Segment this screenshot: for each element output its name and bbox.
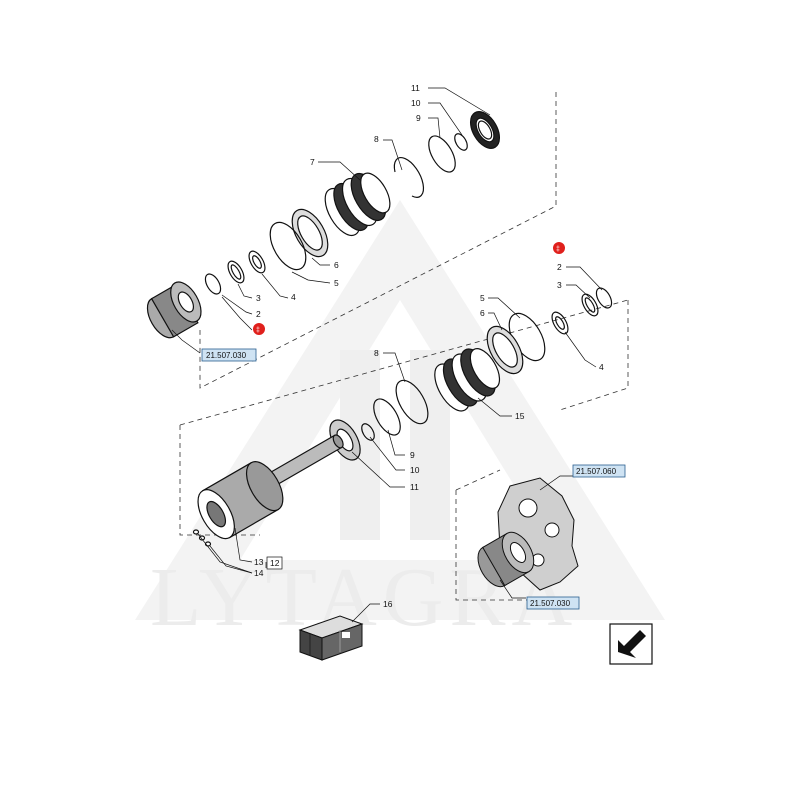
leader-lines-housing [499, 475, 575, 599]
callout-2-right: 2 [557, 262, 562, 272]
callout-13: 13 [254, 557, 264, 567]
part-7-clutch-pack [324, 172, 391, 237]
part-8-snap-ring-lower [395, 379, 429, 425]
callout-4-right: 4 [599, 362, 604, 372]
part-2-snap-ring-right [595, 287, 613, 309]
ref-link-left-gear[interactable]: 21.507.030 [201, 348, 257, 362]
leader-lines-top [171, 87, 491, 354]
callout-15: 15 [515, 411, 525, 421]
leader-line-16 [351, 603, 380, 623]
part-11-seal [469, 111, 501, 149]
part-15-clutch-pack [434, 348, 501, 412]
part-6-disc-right [486, 325, 524, 375]
part-9-ring [428, 135, 456, 173]
arrow-nav-icon[interactable] [609, 623, 653, 665]
part-2-snap-ring [204, 273, 222, 295]
callout-6: 6 [334, 260, 339, 270]
callout-10: 10 [411, 98, 421, 108]
part-3-washer [227, 260, 245, 284]
part-4-washer-right [551, 311, 569, 335]
callout-8-lower: 8 [374, 348, 379, 358]
callout-10-lower: 10 [410, 465, 420, 475]
part-13-shaft-carrier [197, 434, 344, 540]
callout-9: 9 [416, 113, 421, 123]
part-9-ring-lower [373, 398, 401, 436]
ref-link-housing[interactable]: 21.507.060 [572, 464, 626, 478]
part-3-washer-right [581, 293, 599, 317]
callout-11-lower: 11 [410, 482, 419, 492]
callout-7: 7 [310, 157, 315, 167]
callout-8: 8 [374, 134, 379, 144]
part-gear-left [146, 281, 202, 339]
part-5-ring [269, 221, 307, 271]
parts-kit-box [298, 615, 364, 661]
leader-lines-lower [197, 429, 405, 574]
callout-12-box: 12 [266, 556, 283, 570]
svg-text:21.507.060: 21.507.060 [576, 467, 617, 476]
kit-badge-left[interactable]: ‡ [253, 323, 265, 335]
callout-11: 11 [411, 83, 420, 93]
ref-link-housing-gear[interactable]: 21.507.030 [526, 596, 580, 610]
svg-text:21.507.030: 21.507.030 [206, 351, 247, 360]
callout-16: 16 [383, 599, 393, 609]
callout-9-lower: 9 [410, 450, 415, 460]
callout-2: 2 [256, 309, 261, 319]
callout-3-right: 3 [557, 280, 562, 290]
callout-6-right: 6 [480, 308, 485, 318]
part-4-washer [248, 250, 266, 274]
part-6-disc [291, 208, 329, 258]
part-housing-gear [477, 531, 535, 588]
kit-badge-right[interactable]: ‡ [553, 242, 565, 254]
svg-text:‡: ‡ [256, 327, 260, 334]
callout-14: 14 [254, 568, 264, 578]
callout-5: 5 [334, 278, 339, 288]
callout-4: 4 [291, 292, 296, 302]
svg-text:‡: ‡ [556, 246, 560, 253]
callout-3: 3 [256, 293, 261, 303]
svg-text:12: 12 [270, 558, 280, 568]
part-8-snap-ring [393, 157, 425, 198]
part-10-ring [454, 133, 468, 151]
leader-lines-right [383, 266, 603, 417]
callout-5-right: 5 [480, 293, 485, 303]
part-14-pin [192, 529, 200, 535]
svg-text:21.507.030: 21.507.030 [530, 599, 571, 608]
